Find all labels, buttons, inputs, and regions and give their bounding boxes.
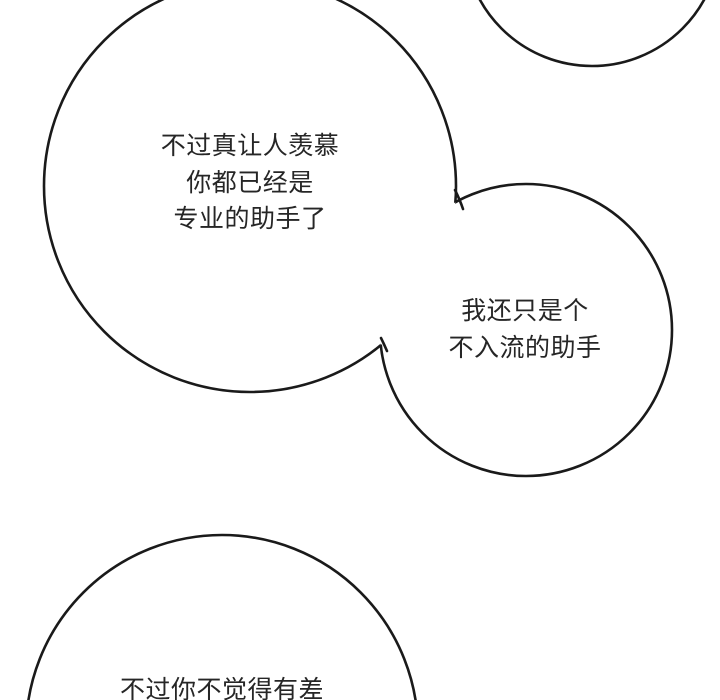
speech-bubble-2-text: 我还只是个 不入流的助手 — [448, 296, 602, 362]
bubble-merge-cusp-bottom — [379, 336, 389, 353]
speech-bubble-3-outline — [478, 0, 706, 68]
bubble-merge-cusp-top — [453, 188, 465, 211]
speech-bubble-1-fill — [44, 0, 456, 392]
speech-bubble-1-outline — [42, 0, 458, 394]
speech-bubble-4-text: 不过你不觉得有差 — [119, 675, 324, 700]
speech-bubble-2-fill — [380, 184, 672, 476]
speech-bubble-2-outline — [378, 182, 674, 478]
speech-bubble-4-outline — [27, 533, 417, 700]
speech-bubble-1-text: 不过真让人羡慕 你都已经是 专业的助手了 — [160, 131, 340, 233]
